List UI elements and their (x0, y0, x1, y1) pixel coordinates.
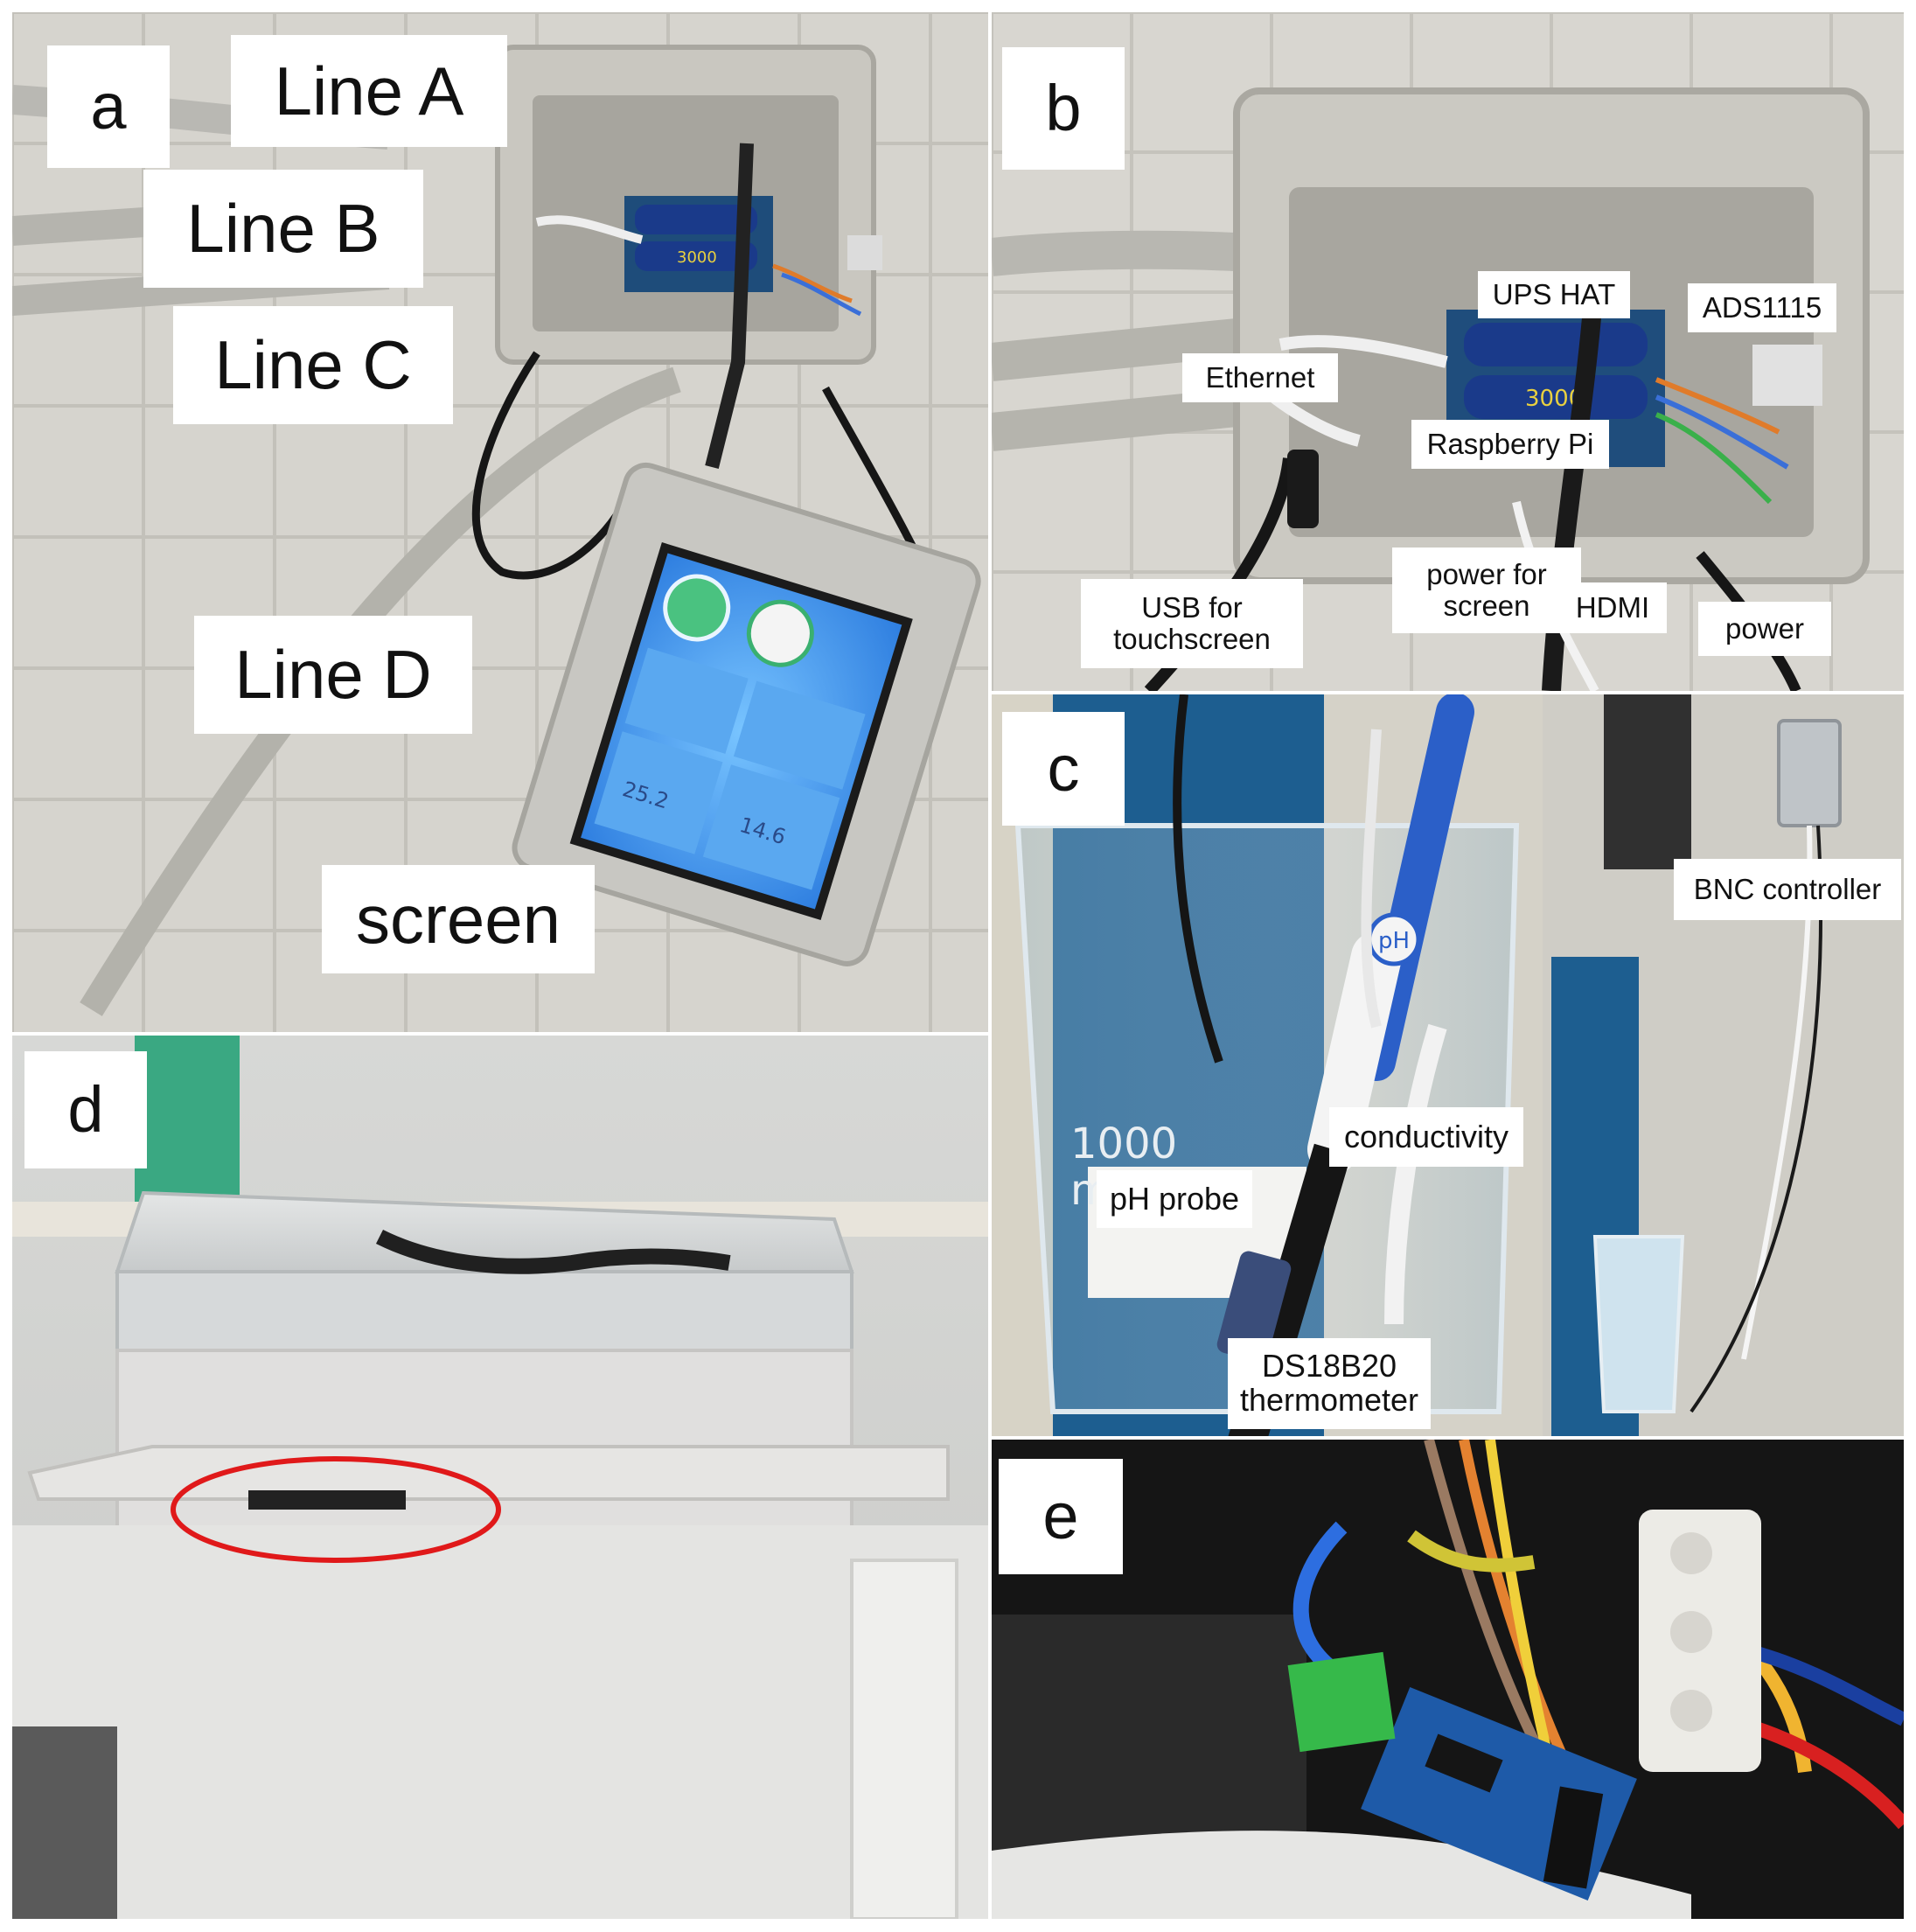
panel-a-photo: 3000 25.2 14.6 (12, 12, 988, 1032)
panel-c-photo: 1000ml pH (992, 694, 1904, 1436)
panel-e-letter: e (999, 1459, 1123, 1574)
label-ph-probe: pH probe (1097, 1170, 1252, 1228)
panel-d: d (12, 1036, 988, 1919)
label-line-d: Line D (194, 616, 472, 734)
label-screen: screen (322, 865, 595, 973)
label-bnc-controller: BNC controller (1674, 859, 1901, 920)
label-line-a: Line A (231, 35, 507, 147)
label-ds18b20-thermometer: DS18B20 thermometer (1228, 1338, 1431, 1429)
label-hdmi: HDMI (1558, 582, 1667, 633)
panel-e: e (992, 1440, 1904, 1919)
label-ups-hat: UPS HAT (1478, 271, 1630, 318)
battery-label-a: 3000 (677, 248, 717, 267)
label-line-c: Line C (173, 306, 453, 424)
panel-c-letter: c (1002, 712, 1125, 826)
panel-c: 1000ml pH c conductivity pH probe DS18B2… (992, 694, 1904, 1436)
highlight-circle (171, 1456, 501, 1563)
panel-e-photo (992, 1440, 1904, 1919)
panel-b: 3000 b UPS HAT ADS1115 Ethernet Raspberr… (992, 12, 1904, 691)
panel-d-letter: d (24, 1051, 147, 1168)
label-usb-for-touchscreen: USB for touchscreen (1081, 579, 1303, 668)
label-raspberry-pi: Raspberry Pi (1411, 420, 1609, 469)
label-ads1115: ADS1115 (1688, 283, 1836, 332)
panel-b-letter: b (1002, 47, 1125, 170)
panel-a-letter: a (47, 45, 170, 168)
panel-d-photo (12, 1036, 988, 1919)
panel-a: 3000 25.2 14.6 a Line A Line B Line C Li… (12, 12, 988, 1032)
label-ethernet: Ethernet (1182, 353, 1338, 402)
label-power: power (1698, 602, 1831, 656)
probe-marking: pH (1378, 928, 1410, 954)
label-conductivity: conductivity (1329, 1107, 1523, 1167)
label-power-for-screen: power for screen (1392, 548, 1581, 633)
label-line-b: Line B (143, 170, 423, 288)
